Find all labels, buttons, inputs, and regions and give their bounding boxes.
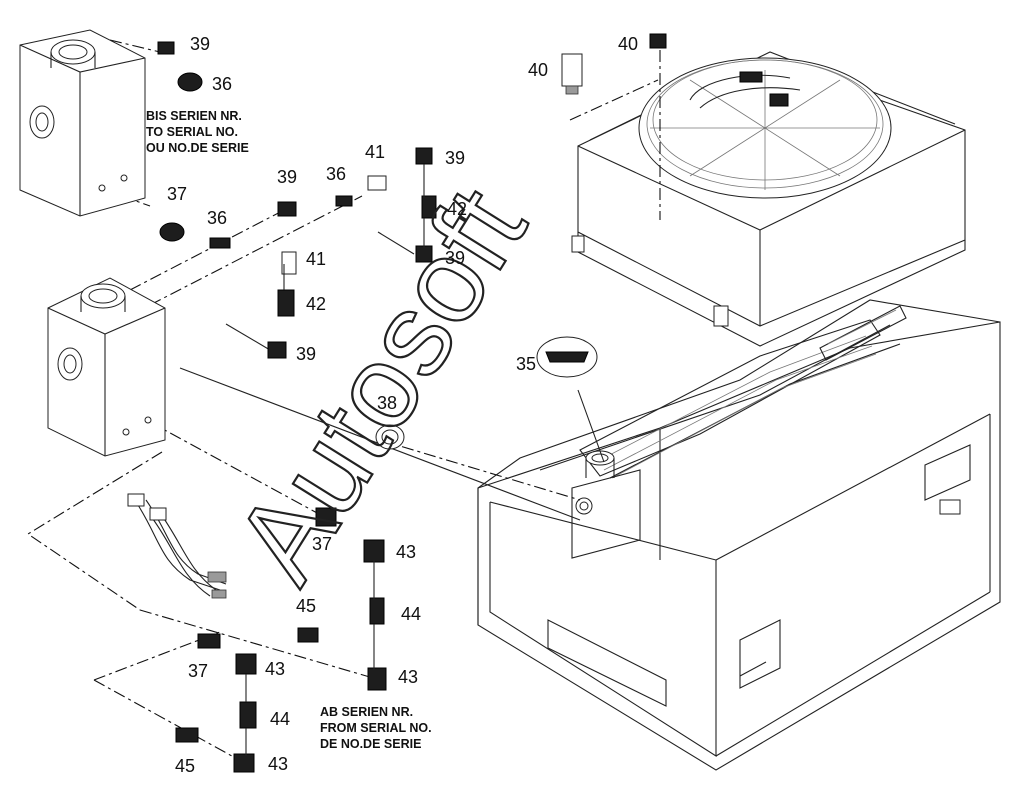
callout-38: 38: [377, 393, 397, 413]
callout-36: 36: [207, 208, 227, 228]
hydraulic-tank-housing: [477, 299, 1001, 771]
callout-37: 37: [188, 661, 208, 681]
small-tank-lower: [47, 277, 166, 457]
callout-43: 43: [268, 754, 288, 774]
fittings: [157, 33, 667, 773]
bis-serien-line-2: TO SERIAL NO.: [146, 125, 238, 139]
autosoft-watermark: Autosoft: [210, 167, 551, 604]
ab-serien-line-2: FROM SERIAL NO.: [320, 721, 432, 735]
callout-45: 45: [175, 756, 195, 776]
callout-39: 39: [445, 248, 465, 268]
part-callouts: 39 36 37 36 39 36 41 39 42 39 41 42 39 4…: [167, 34, 638, 776]
callout-39: 39: [445, 148, 465, 168]
callout-42: 42: [306, 294, 326, 314]
ab-serien-line-1: AB SERIEN NR.: [320, 705, 413, 719]
callout-42: 42: [447, 199, 467, 219]
callout-36: 36: [212, 74, 232, 94]
callout-43: 43: [265, 659, 285, 679]
ab-serien-line-3: DE NO.DE SERIE: [320, 737, 421, 751]
oil-cooler-fan-assembly: [571, 51, 966, 347]
callout-44: 44: [401, 604, 421, 624]
callout-39: 39: [277, 167, 297, 187]
callout-39: 39: [190, 34, 210, 54]
callout-43: 43: [398, 667, 418, 687]
callout-37: 37: [167, 184, 187, 204]
assembly-leader-lines: [26, 39, 661, 767]
callout-41: 41: [365, 142, 385, 162]
callout-43: 43: [396, 542, 416, 562]
bis-serial-note: BIS SERIEN NR. TO SERIAL NO. OU NO.DE SE…: [146, 109, 249, 155]
callout-45: 45: [296, 596, 316, 616]
small-tank-upper: [19, 29, 146, 217]
hydraulic-hoses: [127, 493, 227, 599]
callout-44: 44: [270, 709, 290, 729]
callout-40: 40: [528, 60, 548, 80]
ab-serial-note: AB SERIEN NR. FROM SERIAL NO. DE NO.DE S…: [320, 705, 432, 751]
callout-39: 39: [296, 344, 316, 364]
bis-serien-line-1: BIS SERIEN NR.: [146, 109, 242, 123]
bis-serien-line-3: OU NO.DE SERIE: [146, 141, 249, 155]
callout-37: 37: [312, 534, 332, 554]
callout-35: 35: [516, 354, 536, 374]
callout-40: 40: [618, 34, 638, 54]
callout-41: 41: [306, 249, 326, 269]
callout-36: 36: [326, 164, 346, 184]
